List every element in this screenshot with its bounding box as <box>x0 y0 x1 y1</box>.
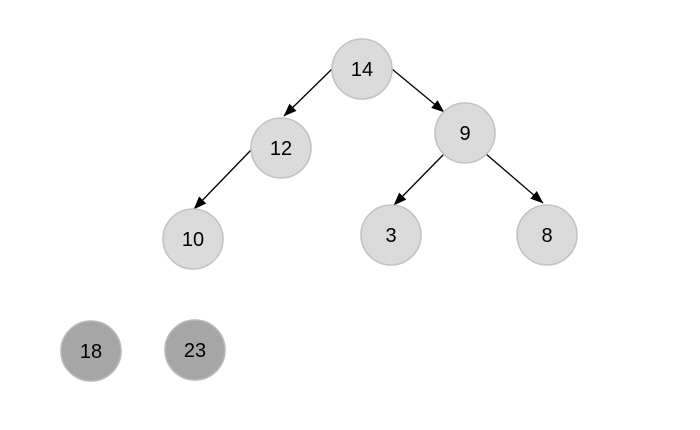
edge-9-3 <box>393 153 445 206</box>
nodes-layer: 14 12 9 10 3 8 18 23 <box>60 38 578 382</box>
node-label: 23 <box>184 340 206 362</box>
node-texture <box>362 206 420 264</box>
node-texture <box>62 322 120 380</box>
edge-14-9 <box>391 68 445 113</box>
detached-node-18[interactable]: 18 <box>60 320 122 382</box>
node-texture <box>333 40 391 98</box>
tree-node-3[interactable]: 3 <box>360 204 422 266</box>
edge-14-12 <box>283 68 333 117</box>
edge-9-8 <box>485 153 544 204</box>
node-label: 18 <box>80 341 102 363</box>
node-texture <box>166 321 224 379</box>
node-texture <box>164 210 222 268</box>
node-texture <box>252 119 310 177</box>
tree-node-8[interactable]: 8 <box>516 204 578 266</box>
tree-node-14[interactable]: 14 <box>331 38 393 100</box>
edges-layer <box>193 68 544 210</box>
node-label: 9 <box>459 123 470 145</box>
node-label: 12 <box>270 138 292 160</box>
node-label: 3 <box>385 225 396 247</box>
node-texture <box>518 206 576 264</box>
tree-node-10[interactable]: 10 <box>162 208 224 270</box>
node-texture <box>436 104 494 162</box>
tree-node-9[interactable]: 9 <box>434 102 496 164</box>
node-label: 14 <box>351 59 373 81</box>
tree-node-12[interactable]: 12 <box>250 117 312 179</box>
node-label: 8 <box>541 225 552 247</box>
node-label: 10 <box>182 229 204 251</box>
edge-12-10 <box>193 148 253 210</box>
detached-node-23[interactable]: 23 <box>164 319 226 381</box>
